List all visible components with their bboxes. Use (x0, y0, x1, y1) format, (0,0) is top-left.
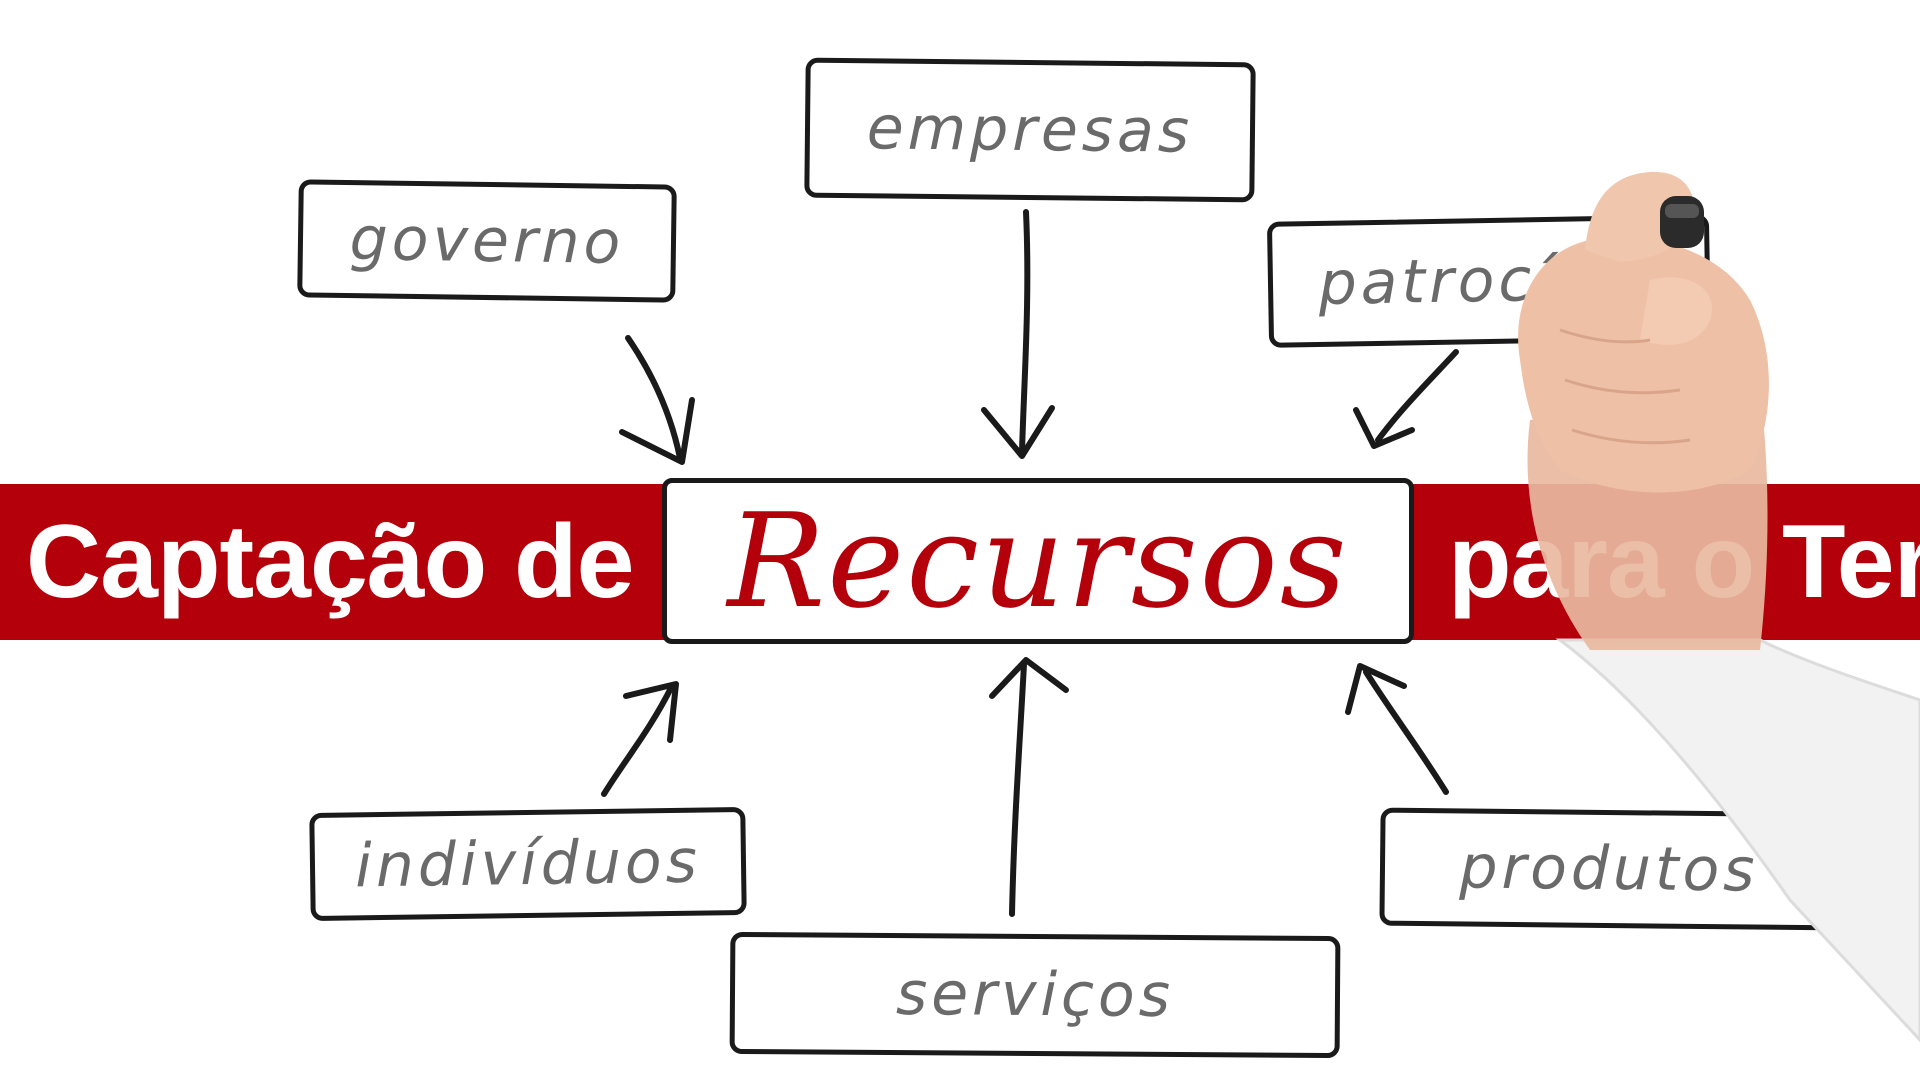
title-left-text: Captação de (26, 504, 634, 620)
center-label: Recursos (727, 485, 1349, 637)
center-box (662, 478, 1414, 644)
